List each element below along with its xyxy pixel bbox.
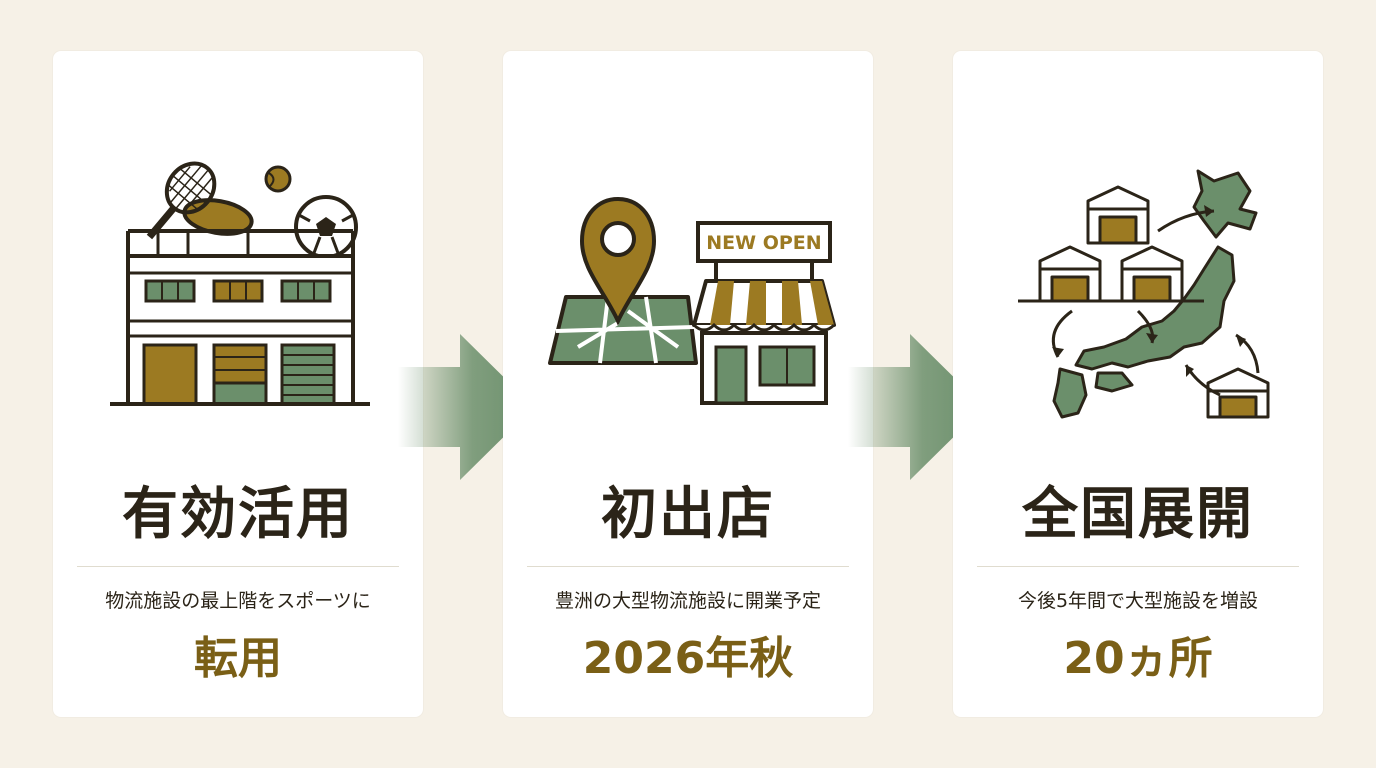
next-step-arrow — [398, 334, 534, 480]
step-description: 豊洲の大型物流施設に開業予定 — [554, 590, 821, 612]
step-card-nationwide: 全国展開 今後5年間で大型施設を増設 20ヵ所 — [953, 51, 1323, 717]
divider — [77, 566, 399, 567]
step-highlight: 転用 — [194, 633, 282, 684]
divider — [977, 566, 1299, 567]
step-description: 今後5年間で大型施設を増設 — [1017, 590, 1259, 612]
sports-building-icon — [88, 151, 388, 421]
store-sign-text: NEW OPEN — [706, 232, 821, 254]
step-card-first-store: NEW OPEN 初出店 豊洲の大型物流施設に開業予定 2026年秋 — [503, 51, 873, 717]
step-card-reuse: 有効活用 物流施設の最上階をスポーツに 転用 — [53, 51, 423, 717]
next-step-arrow — [848, 334, 984, 480]
step-title: 有効活用 — [122, 481, 354, 547]
step-title: 初出店 — [601, 481, 775, 547]
map-pin-store-icon: NEW OPEN — [538, 151, 838, 421]
japan-map-warehouses-icon — [988, 151, 1288, 421]
divider — [527, 566, 849, 567]
step-highlight: 20ヵ所 — [1063, 633, 1213, 684]
step-description: 物流施設の最上階をスポーツに — [105, 590, 371, 612]
step-title: 全国展開 — [1022, 481, 1254, 547]
step-highlight: 2026年秋 — [582, 633, 794, 684]
